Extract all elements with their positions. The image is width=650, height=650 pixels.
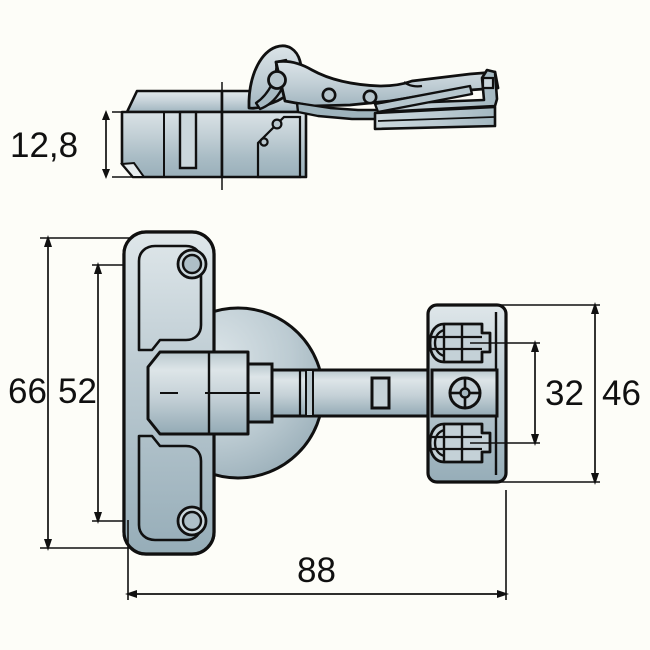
arm-adjustment-slot — [370, 376, 391, 410]
mount-plate-slab — [373, 105, 497, 131]
cup-pivot-hole-upper — [271, 118, 283, 130]
cup-barrel-taper — [146, 350, 250, 436]
linkage-arm-notch — [403, 81, 423, 88]
mount-clip-lower — [428, 422, 492, 464]
dimension-mount-plate-height: 46 — [500, 302, 641, 485]
dimension-label-thickness: 12,8 — [10, 126, 78, 165]
cup-pivot-hole-lower — [259, 137, 269, 147]
linkage-pivot-hole-rear — [362, 89, 378, 105]
cup-chamfer-detail — [119, 161, 146, 178]
dimension-plate-height-outer: 66 — [8, 235, 130, 551]
cup-cover-lip — [125, 89, 224, 114]
arm-shaft-groove — [305, 369, 314, 417]
front-view-group: 66 52 — [8, 230, 641, 600]
dimension-thickness: 12,8 — [10, 110, 180, 179]
dimension-label-88: 88 — [297, 551, 336, 590]
wing-screw-hole-bottom-overlay — [176, 505, 208, 537]
cup-rib-slot — [178, 110, 198, 170]
top-view-group: 12,8 — [10, 44, 500, 190]
mount-plate-wedge — [373, 84, 474, 114]
linkage-pivot-hole-mid — [321, 87, 337, 103]
dimension-label-52: 52 — [58, 372, 97, 411]
cup-internal-plate — [256, 115, 302, 179]
dimension-mount-hole-spacing: 32 — [470, 340, 584, 446]
dimension-label-32: 32 — [545, 374, 584, 413]
linkage-main-arm — [274, 60, 500, 108]
mount-plate-slab-line — [377, 116, 495, 122]
hinge-arm-shaft — [270, 368, 434, 418]
mount-clip-upper — [428, 322, 492, 364]
wing-screw-hole-top-overlay — [176, 248, 208, 280]
dimension-label-66: 66 — [8, 372, 47, 411]
cam-adjustment-screw — [448, 376, 482, 410]
linkage-pivot-hole-main — [267, 70, 287, 90]
mount-plate-clip — [481, 76, 495, 90]
dimension-label-46: 46 — [602, 374, 641, 413]
dimension-overall-length: 88 — [125, 490, 509, 600]
